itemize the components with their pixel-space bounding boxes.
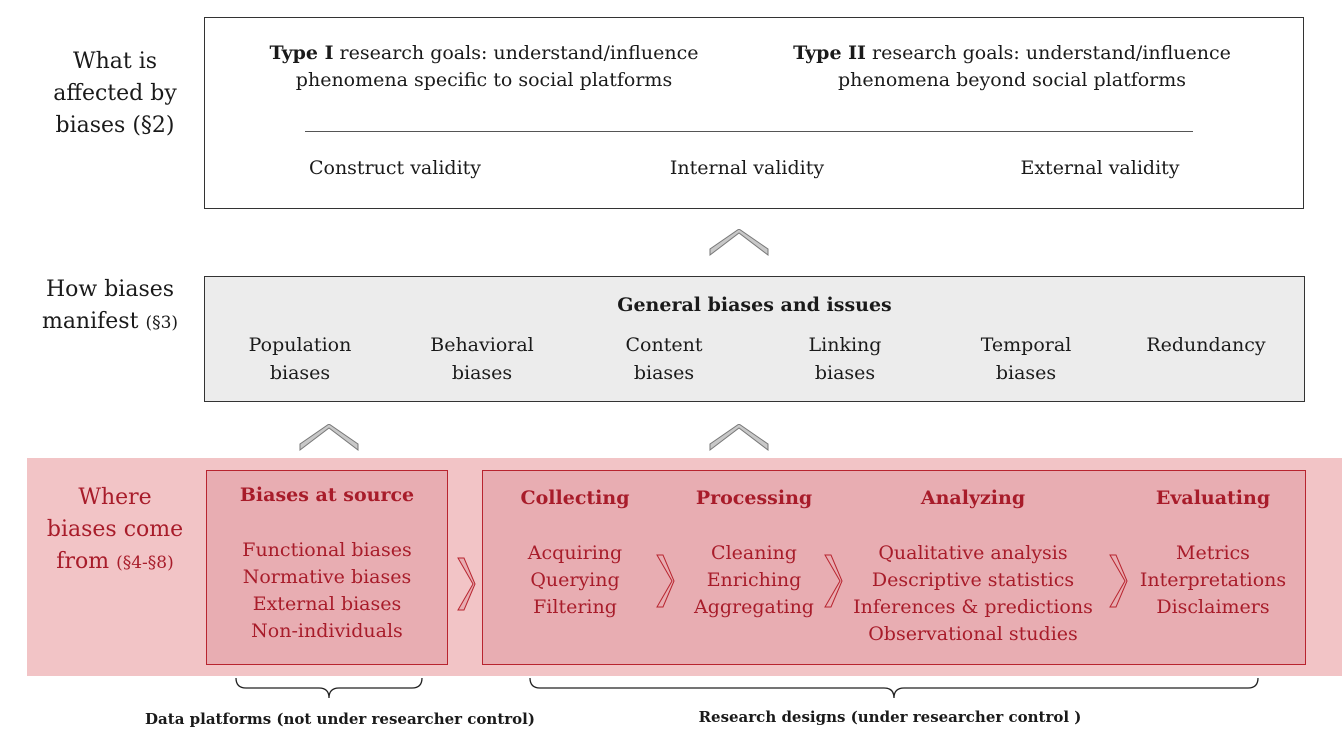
type2-goal-line1: Type II research goals: understand/influ… (742, 40, 1282, 67)
stage-collecting-title: Collecting (520, 487, 630, 509)
type2-goal: Type II research goals: understand/influ… (742, 40, 1282, 94)
stage-evaluating-list: Metrics Interpretations Disclaimers (1132, 540, 1294, 621)
up-chevron-icon (709, 424, 769, 452)
row-label-manifest: How biases manifest (§3) (20, 274, 200, 339)
stage-item: Observational studies (868, 623, 1078, 645)
stage-item: Aggregating (694, 596, 814, 618)
stage-item: Acquiring (527, 542, 623, 564)
row-label-affected: What is affected by biases (§2) (40, 46, 190, 142)
stage-collecting-list: Acquiring Querying Filtering (495, 540, 655, 621)
stage-processing-list: Cleaning Enriching Aggregating (674, 540, 834, 621)
validity-internal: Internal validity (669, 157, 825, 179)
stage-item: Descriptive statistics (871, 569, 1075, 591)
stage-item: Cleaning (711, 542, 797, 564)
type1-rest: research goals: understand/influence (333, 42, 699, 64)
right-chevron-icon (1109, 554, 1128, 608)
stage-item: Querying (530, 569, 620, 591)
stage-analyzing-title: Analyzing (920, 487, 1026, 509)
validity-external: External validity (1020, 157, 1180, 179)
row-label-origin-line2: biases come (46, 517, 184, 542)
type2-label: Type II (793, 42, 866, 64)
biases-at-source-box (206, 470, 448, 665)
validity-box (204, 17, 1304, 209)
bias-content-line2: biases (633, 362, 695, 384)
right-chevron-icon (824, 554, 843, 608)
biases-at-source-list: Functional biases Normative biases Exter… (206, 537, 448, 645)
brace-research-designs (529, 677, 1259, 699)
bias-population: Population biases (220, 331, 380, 387)
stage-item: Qualitative analysis (878, 542, 1068, 564)
row-label-manifest-ref: (§3) (145, 313, 179, 333)
bias-temporal-line1: Temporal (980, 334, 1072, 356)
bias-linking-line1: Linking (808, 334, 882, 356)
bias-content-line1: Content (625, 334, 703, 356)
general-biases-box (204, 276, 1305, 402)
stage-evaluating-title: Evaluating (1155, 487, 1271, 509)
brace-data-platforms (235, 677, 423, 699)
caption-data-platforms: Data platforms (not under researcher con… (145, 710, 535, 728)
type1-goal: Type I research goals: understand/influe… (214, 40, 754, 94)
type2-rest: research goals: understand/influence (865, 42, 1231, 64)
row-label-affected-line3: biases (§2) (55, 113, 175, 138)
row-label-manifest-word: manifest (41, 309, 139, 334)
row-label-origin-word: from (56, 549, 110, 574)
row-label-manifest-line1: How biases (45, 277, 175, 302)
bias-linking-line2: biases (814, 362, 876, 384)
source-item-external: External biases (252, 593, 402, 615)
stage-item: Metrics (1176, 542, 1250, 564)
bias-behavioral: Behavioral biases (402, 331, 562, 387)
bias-redundancy: Redundancy (1126, 331, 1286, 359)
row-label-affected-line1: What is (72, 49, 158, 74)
type1-goal-line1: Type I research goals: understand/influe… (214, 40, 754, 67)
row-label-origin-ref: (§4-§8) (116, 553, 174, 573)
stage-item: Interpretations (1139, 569, 1287, 591)
stage-item: Enriching (706, 569, 802, 591)
bias-content: Content biases (584, 331, 744, 387)
stage-item: Inferences & predictions (853, 596, 1093, 618)
biases-at-source-title: Biases at source (239, 484, 415, 506)
stage-item: Disclaimers (1156, 596, 1270, 618)
general-biases-title: General biases and issues (617, 294, 892, 316)
up-chevron-icon (709, 229, 769, 257)
source-item-non-individuals: Non-individuals (251, 620, 403, 642)
caption-research-designs: Research designs (under researcher contr… (698, 708, 1082, 726)
bias-population-line1: Population (248, 334, 352, 356)
bias-population-line2: biases (269, 362, 331, 384)
divider-line (305, 131, 1193, 132)
bias-linking: Linking biases (765, 331, 925, 387)
validity-construct: Construct validity (308, 157, 482, 179)
bias-temporal-line2: biases (995, 362, 1057, 384)
stage-processing-title: Processing (695, 487, 813, 509)
row-label-origin-line3: from (§4-§8) (40, 546, 190, 579)
type1-goal-line2: phenomena specific to social platforms (295, 69, 673, 91)
row-label-affected-line2: affected by (53, 81, 177, 106)
bias-temporal: Temporal biases (946, 331, 1106, 387)
type1-label: Type I (269, 42, 334, 64)
bias-behavioral-line2: biases (451, 362, 513, 384)
row-label-origin: Where biases come from (§4-§8) (40, 482, 190, 579)
row-label-origin-line1: Where (78, 485, 152, 510)
right-chevron-icon (656, 554, 675, 608)
stage-item: Filtering (533, 596, 617, 618)
up-chevron-icon (299, 424, 359, 452)
bias-redundancy-line1: Redundancy (1146, 334, 1266, 356)
right-chevron-icon (457, 557, 476, 611)
stage-analyzing-list: Qualitative analysis Descriptive statist… (848, 540, 1098, 648)
research-design-box (482, 470, 1306, 665)
row-label-manifest-line2: manifest (§3) (20, 306, 200, 339)
source-item-functional: Functional biases (242, 539, 412, 561)
source-item-normative: Normative biases (242, 566, 412, 588)
bias-behavioral-line1: Behavioral (430, 334, 534, 356)
type2-goal-line2: phenomena beyond social platforms (837, 69, 1187, 91)
